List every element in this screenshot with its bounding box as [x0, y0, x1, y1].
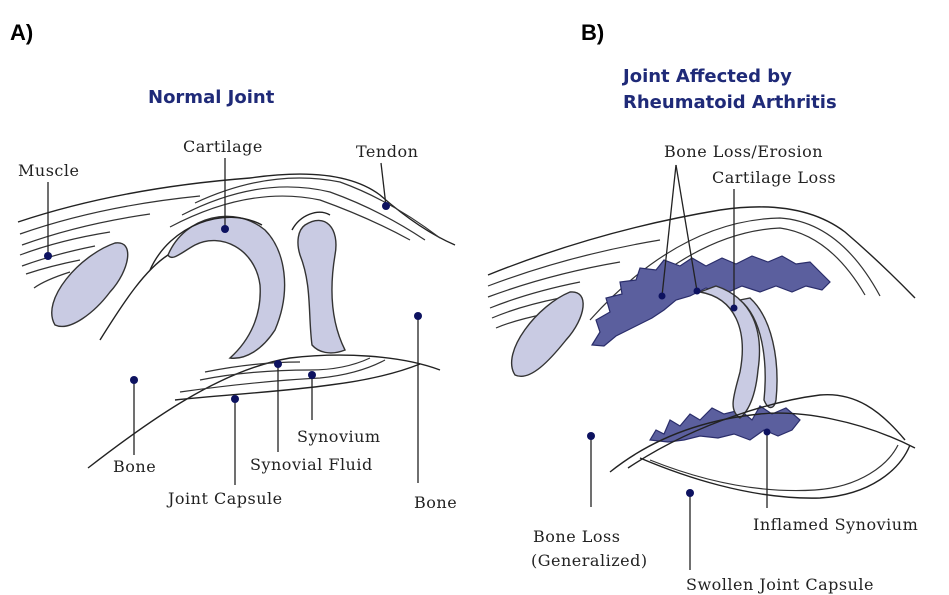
- label-joint-capsule: Joint Capsule: [166, 489, 283, 508]
- swollen-capsule-marker: [686, 489, 694, 497]
- cartilage-lower: [298, 220, 345, 353]
- bone-loss-generalized-marker: [587, 432, 595, 440]
- bone-erosion-marker-2: [694, 288, 701, 295]
- label-cartilage-loss: Cartilage Loss: [712, 168, 836, 187]
- label-cartilage: Cartilage: [183, 137, 263, 156]
- joint-capsule-marker: [231, 395, 239, 403]
- panel-b-title-line-2: Rheumatoid Arthritis: [623, 92, 837, 113]
- panel-b-title-line-1: Joint Affected by: [621, 66, 792, 87]
- bone-left-marker: [130, 376, 138, 384]
- label-synovial-fluid: Synovial Fluid: [250, 455, 373, 474]
- tendon-outer: [250, 174, 455, 245]
- label-bone-loss-erosion: Bone Loss/Erosion: [664, 142, 823, 161]
- label-bone-left: Bone: [113, 457, 156, 476]
- bone-erosion-marker-1: [659, 293, 666, 300]
- label-bone-loss-generalized-1: Bone Loss: [533, 527, 620, 546]
- muscle-marker: [44, 252, 52, 260]
- panel-b-letter: B): [581, 20, 604, 45]
- synovial-fluid-marker: [274, 360, 282, 368]
- label-swollen-joint-capsule: Swollen Joint Capsule: [686, 575, 874, 594]
- cartilage-marker: [221, 225, 229, 233]
- label-inflamed-synovium: Inflamed Synovium: [753, 515, 918, 534]
- erosion-lower: [650, 406, 800, 442]
- label-bone-loss-generalized-2: (Generalized): [531, 551, 648, 570]
- muscle-belly-b: [512, 292, 584, 376]
- label-synovium: Synovium: [297, 427, 381, 446]
- panel-a: A) Normal Joint: [10, 20, 457, 512]
- tendon-marker: [382, 202, 390, 210]
- erosion-upper: [592, 256, 830, 346]
- synovium-marker: [308, 371, 316, 379]
- panel-a-title: Normal Joint: [148, 87, 275, 108]
- label-tendon: Tendon: [356, 142, 418, 161]
- cartilage-upper: [168, 216, 285, 358]
- bone-right-marker: [414, 312, 422, 320]
- label-muscle: Muscle: [18, 161, 79, 180]
- panel-a-letter: A): [10, 20, 33, 45]
- panel-b: B) Joint Affected by Rheumatoid Arthriti…: [488, 20, 918, 594]
- cartilage-loss-marker: [731, 305, 738, 312]
- label-bone-right: Bone: [414, 493, 457, 512]
- inflamed-synovium-marker: [764, 429, 771, 436]
